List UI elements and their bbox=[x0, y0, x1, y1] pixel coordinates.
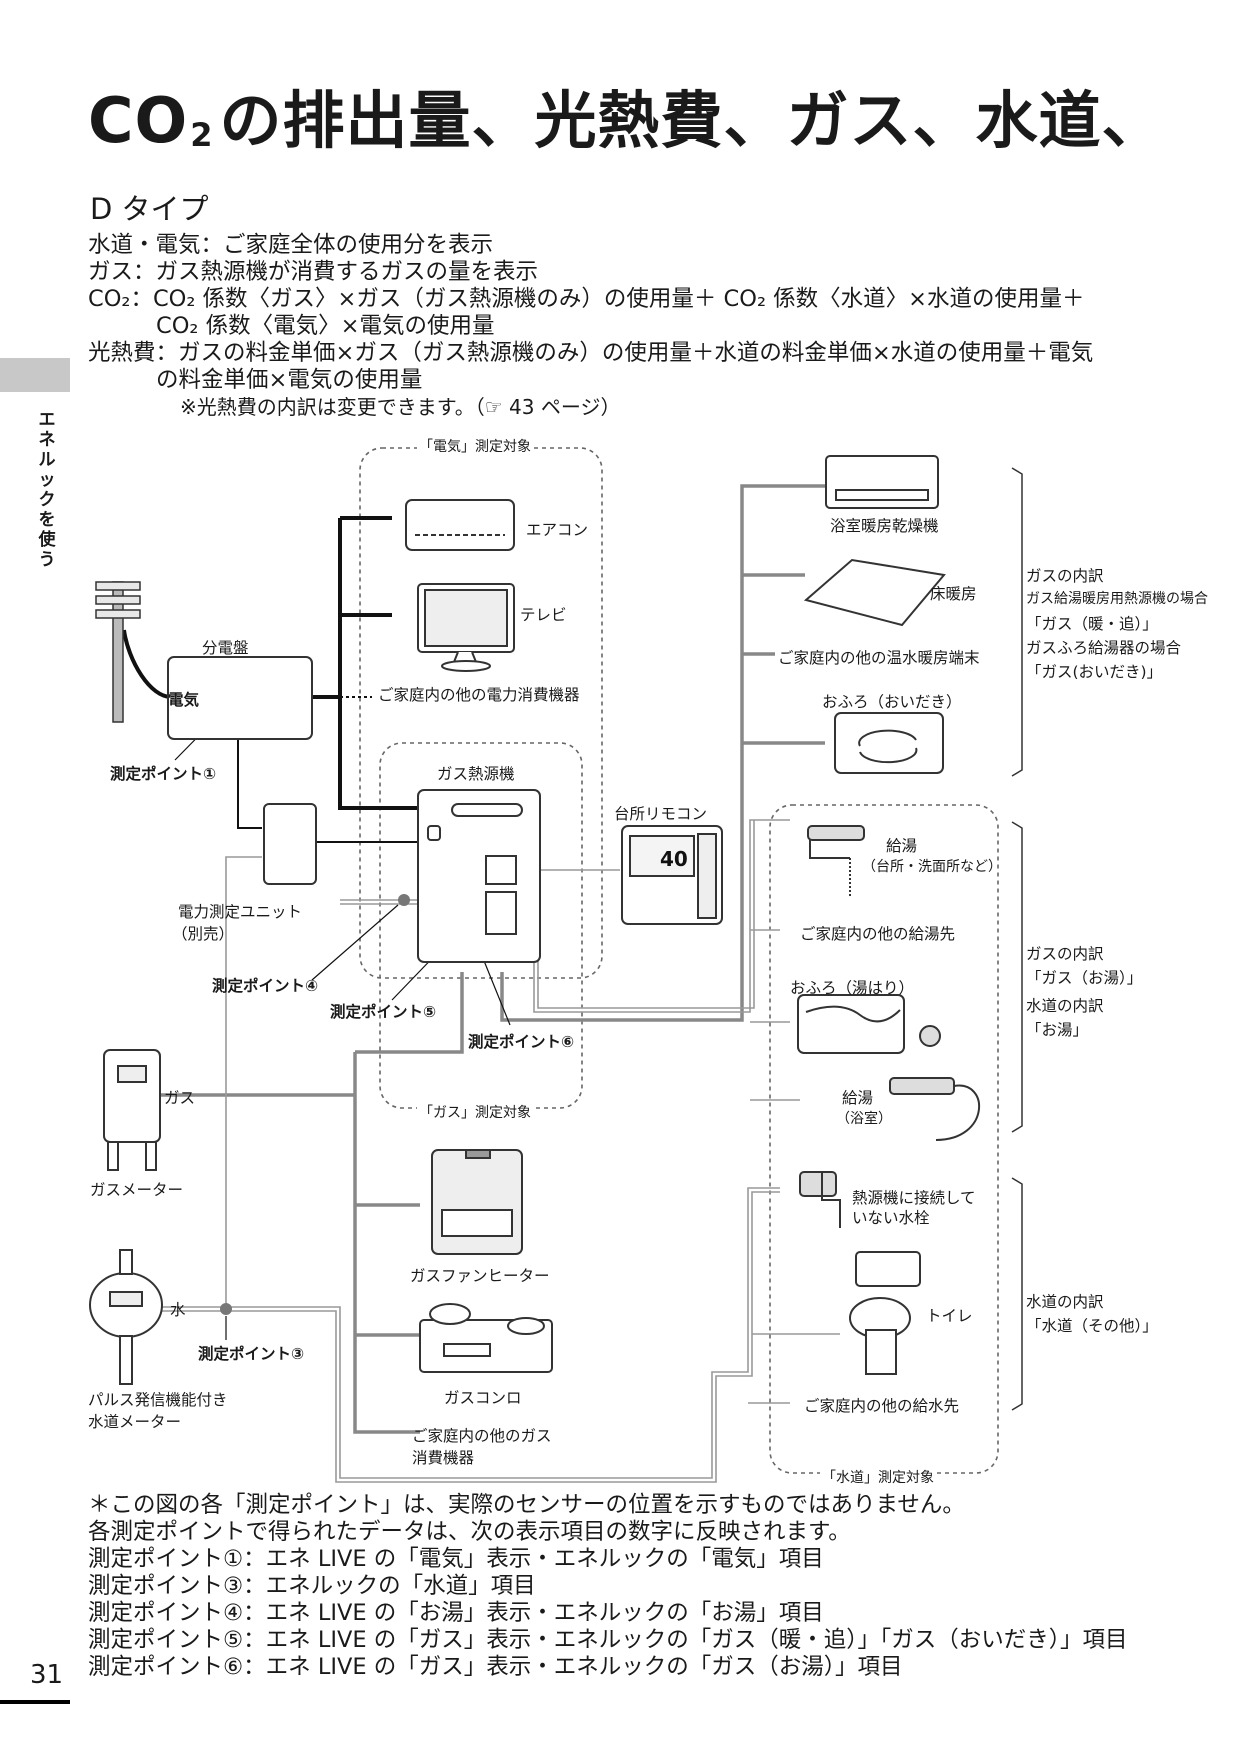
right-water2-line1: 水道の内訳 bbox=[1026, 1293, 1104, 1311]
hot-supply-bath-sub-label: （浴室） bbox=[836, 1111, 892, 1127]
gas-heat-source-label: ガス熱源機 bbox=[437, 765, 515, 783]
right-gas1-line5: 「ガス(おいだき)」 bbox=[1026, 663, 1163, 681]
remote-temp: 40 bbox=[660, 847, 688, 871]
power-unit-box bbox=[263, 803, 317, 885]
panel-box bbox=[167, 656, 313, 740]
kitchen-remote-icon bbox=[621, 825, 723, 925]
hot-supply-label: 給湯 bbox=[886, 837, 918, 855]
footer-line: 測定ポイント③：エネルックの「水道」項目 bbox=[88, 1573, 536, 1599]
hot-supply-sub-label: （台所・洗面所など） bbox=[862, 859, 1002, 875]
tap-icon bbox=[799, 1171, 841, 1228]
water-target-label: 「水道」測定対象 bbox=[820, 1467, 936, 1487]
footer-line: 測定ポイント④：エネ LIVE の「お湯」表示・エネルックの「お湯」項目 bbox=[88, 1600, 824, 1626]
footer-line: 測定ポイント⑥：エネ LIVE の「ガス」表示・エネルックの「ガス（お湯）」項目 bbox=[88, 1654, 903, 1680]
toilet-icon bbox=[849, 1251, 921, 1375]
right-gas1-line3: 「ガス（暖・追）」 bbox=[1026, 615, 1158, 633]
right-water1-line2: 「お湯」 bbox=[1026, 1021, 1089, 1039]
bath-reheat-icon bbox=[834, 712, 944, 774]
shower-icon bbox=[889, 1025, 981, 1141]
faucet-icon bbox=[807, 825, 865, 898]
right-gas2-line2: 「ガス（お湯）」 bbox=[1026, 969, 1143, 987]
other-hot-water-heating-label: ご家庭内の他の温水暖房端末 bbox=[778, 649, 980, 667]
toilet-label: トイレ bbox=[926, 1307, 973, 1325]
footer-line: 測定ポイント①：エネ LIVE の「電気」表示・エネルックの「電気」項目 bbox=[88, 1546, 824, 1572]
bath-dryer-icon bbox=[825, 455, 939, 509]
tv-label: テレビ bbox=[520, 606, 567, 624]
fan-heater-icon bbox=[431, 1149, 523, 1255]
point4-label: 測定ポイント④ bbox=[212, 977, 319, 995]
intro-line: ガス：ガス熱源機が消費するガスの量を表示 bbox=[88, 259, 539, 285]
footer-notes: ＊この図の各「測定ポイント」は、実際のセンサーの位置を示すものではありません。 … bbox=[88, 1492, 1128, 1681]
point1-label: 測定ポイント① bbox=[110, 765, 217, 783]
kitchen-remote-label: 台所リモコン bbox=[614, 805, 708, 823]
other-gas-label-1: ご家庭内の他のガス bbox=[412, 1427, 552, 1445]
right-water2-line2: 「水道（その他）」 bbox=[1026, 1317, 1158, 1335]
point3-dot bbox=[220, 1303, 232, 1315]
type-heading: D タイプ bbox=[90, 192, 209, 226]
aircon-icon bbox=[405, 499, 515, 551]
right-braces bbox=[1011, 467, 1023, 1411]
bath-fill-label: おふろ（湯はり） bbox=[790, 979, 915, 997]
utility-pole-icon bbox=[95, 581, 141, 723]
electric-target-label: 「電気」測定対象 bbox=[417, 436, 533, 456]
aircon-label: エアコン bbox=[526, 521, 589, 539]
power-unit-sub-label: （別売） bbox=[172, 925, 235, 943]
footer-line: 各測定ポイントで得られたデータは、次の表示項目の数字に反映されます。 bbox=[88, 1519, 851, 1545]
gas-heat-source-icon bbox=[417, 789, 541, 963]
water-meter-label-1: パルス発信機能付き bbox=[88, 1391, 228, 1409]
bath-reheat-label: おふろ（おいだき） bbox=[822, 693, 962, 711]
footer-line: 測定ポイント⑤：エネ LIVE の「ガス」表示・エネルックの「ガス（暖・追）」「… bbox=[88, 1627, 1128, 1653]
intro-line: の料金単価×電気の使用量 bbox=[156, 367, 423, 393]
other-gas-label-2: 消費機器 bbox=[412, 1449, 475, 1467]
gas-meter-icon bbox=[103, 1049, 161, 1171]
intro-text: 水道・電気：ご家庭全体の使用分を表示 ガス：ガス熱源機が消費するガスの量を表示 … bbox=[88, 232, 1093, 421]
other-hot-supply-label: ご家庭内の他の給湯先 bbox=[800, 925, 956, 943]
point6-label: 測定ポイント⑥ bbox=[468, 1033, 575, 1051]
point4-dot bbox=[398, 894, 410, 906]
fan-heater-label: ガスファンヒーター bbox=[410, 1267, 550, 1285]
gas-stove-label: ガスコンロ bbox=[444, 1389, 522, 1407]
page-rule bbox=[0, 1700, 70, 1704]
point5-label: 測定ポイント⑤ bbox=[330, 1003, 437, 1021]
faucet-label-1: 熱源機に接続して bbox=[852, 1189, 976, 1207]
power-unit-label: 電力測定ユニット bbox=[178, 903, 303, 921]
intro-line: CO₂ 係数〈電気〉×電気の使用量 bbox=[156, 313, 495, 339]
bath-dryer-label: 浴室暖房乾燥機 bbox=[830, 517, 939, 535]
gas-target-label: 「ガス」測定対象 bbox=[417, 1102, 533, 1122]
right-gas1-line2: ガス給湯暖房用熱源機の場合 bbox=[1026, 591, 1208, 607]
floor-heating-icon bbox=[803, 558, 946, 627]
intro-line: 水道・電気：ご家庭全体の使用分を表示 bbox=[88, 232, 494, 258]
other-water-label: ご家庭内の他の給水先 bbox=[804, 1397, 960, 1415]
other-electric-label: ご家庭内の他の電力消費機器 bbox=[378, 686, 580, 704]
gas-stove-icon bbox=[419, 1303, 553, 1373]
page-number: 31 bbox=[30, 1660, 64, 1690]
page-title: CO2の排出量、光熱費、ガス、水道、 bbox=[88, 84, 1165, 157]
intro-note: ※光熱費の内訳は変更できます。（☞ 43 ページ） bbox=[180, 395, 621, 419]
electric-label: 電気 bbox=[168, 691, 200, 709]
water-label: 水 bbox=[170, 1301, 186, 1319]
footer-line: ＊この図の各「測定ポイント」は、実際のセンサーの位置を示すものではありません。 bbox=[88, 1492, 965, 1518]
water-meter-label-2: 水道メーター bbox=[88, 1413, 182, 1431]
right-gas1-line1: ガスの内訳 bbox=[1026, 567, 1104, 585]
panel-label: 分電盤 bbox=[202, 639, 249, 657]
side-label: エネルックを使う bbox=[38, 410, 56, 570]
point3-label: 測定ポイント③ bbox=[198, 1345, 305, 1363]
hot-supply-bath-label: 給湯 bbox=[842, 1089, 874, 1107]
gas-label: ガス bbox=[164, 1089, 196, 1107]
floor-heating-label: 床暖房 bbox=[930, 585, 977, 603]
section-tab bbox=[0, 358, 70, 392]
tv-icon bbox=[417, 583, 515, 672]
right-gas1-line4: ガスふろ給湯器の場合 bbox=[1026, 639, 1182, 657]
water-meter-icon bbox=[89, 1249, 163, 1385]
intro-line: CO₂：CO₂ 係数〈ガス〉×ガス（ガス熱源機のみ）の使用量＋ CO₂ 係数〈水… bbox=[88, 286, 1085, 312]
gas-meter-label: ガスメーター bbox=[90, 1181, 184, 1199]
right-gas2-line1: ガスの内訳 bbox=[1026, 945, 1104, 963]
intro-line: 光熱費：ガスの料金単価×ガス（ガス熱源機のみ）の使用量＋水道の料金単価×水道の使… bbox=[88, 340, 1094, 366]
bath-fill-icon bbox=[797, 994, 905, 1054]
right-water1-line1: 水道の内訳 bbox=[1026, 997, 1104, 1015]
faucet-label-2: いない水栓 bbox=[852, 1209, 930, 1227]
